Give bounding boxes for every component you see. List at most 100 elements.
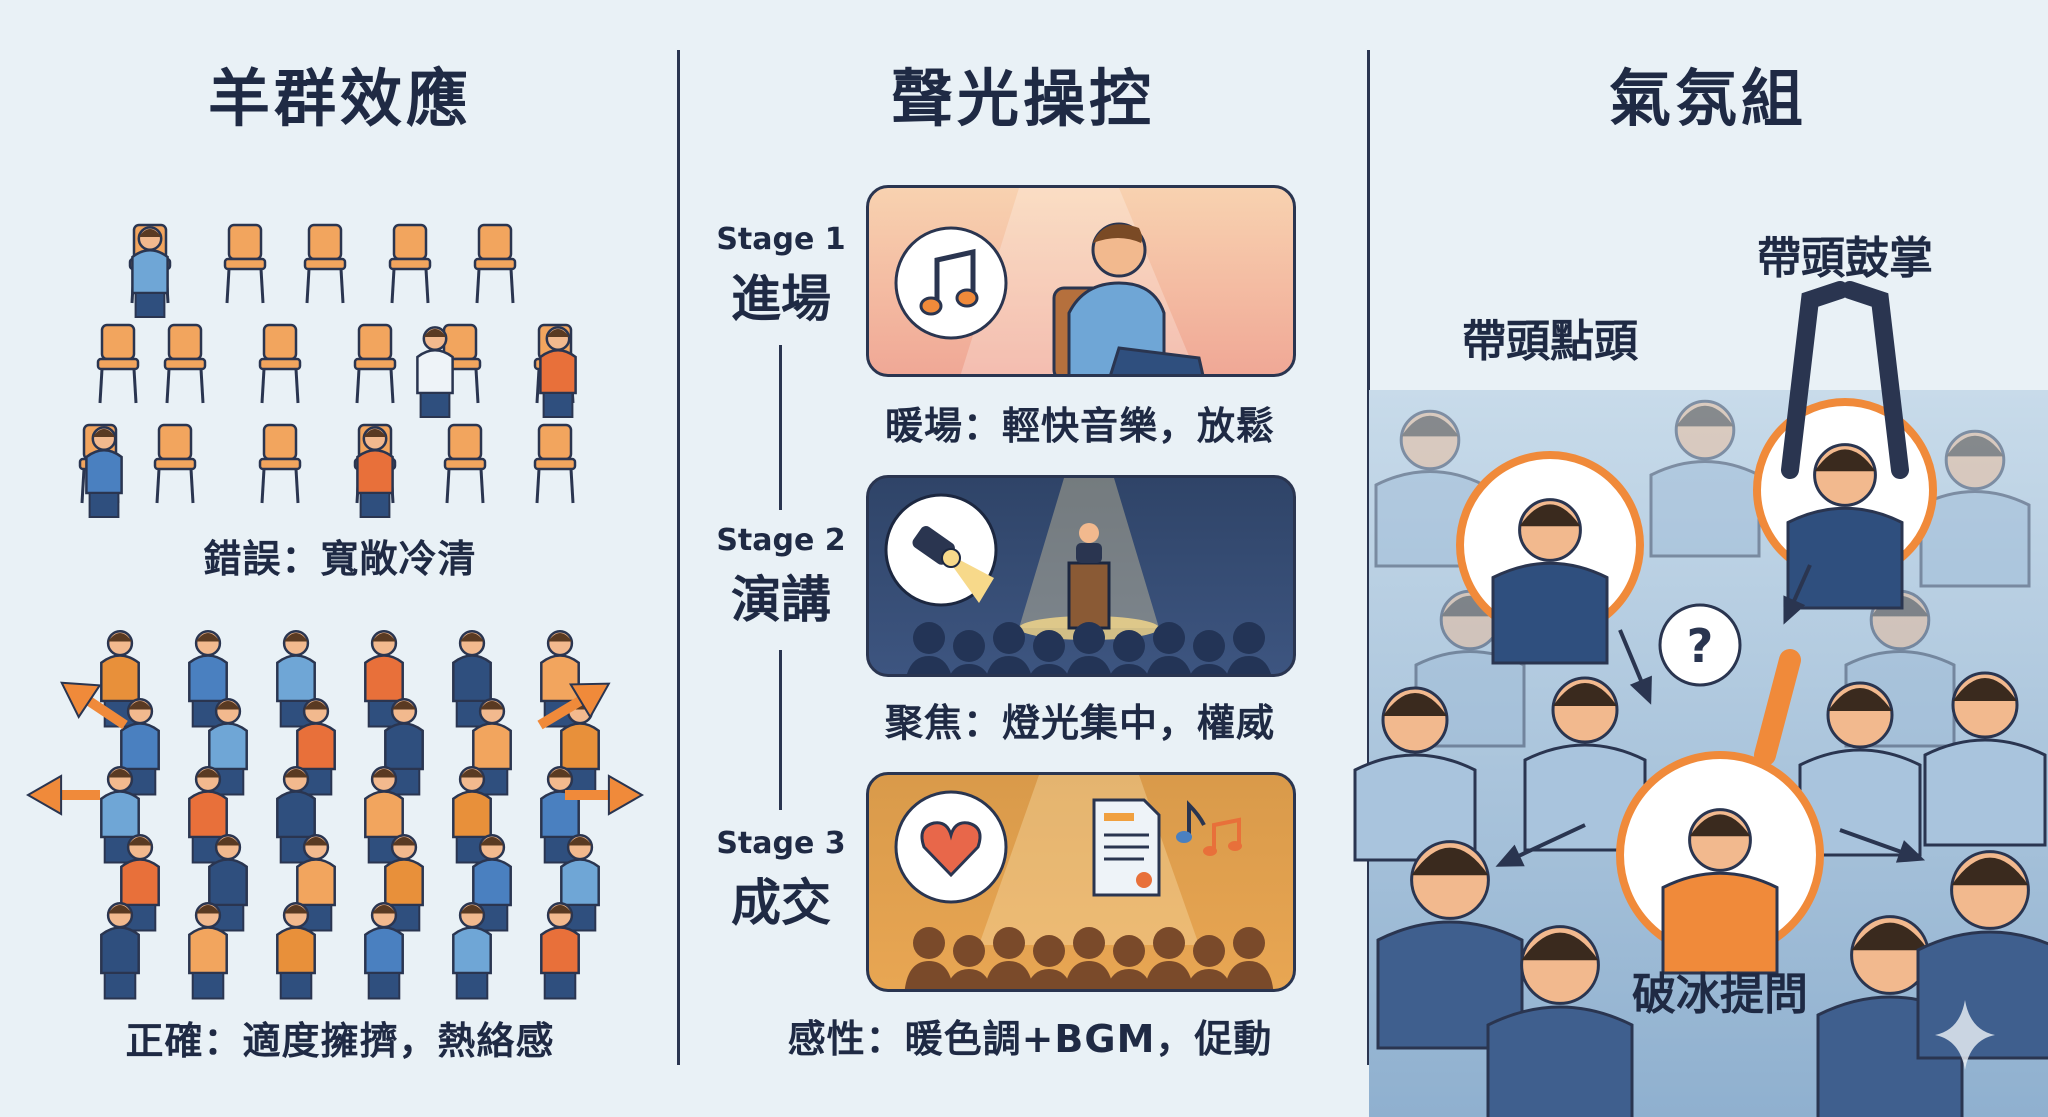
silhouette-head — [1113, 935, 1145, 967]
silhouette-body — [950, 664, 988, 674]
seated-person — [416, 326, 454, 418]
silhouette-head — [1233, 622, 1265, 654]
divider-right — [1367, 50, 1370, 1065]
silhouette-head — [953, 630, 985, 662]
silhouette-head — [913, 622, 945, 654]
silhouette-body — [1227, 656, 1271, 674]
crowd-person — [188, 902, 228, 1000]
empty-chair — [153, 423, 197, 504]
silhouette-head — [993, 622, 1025, 654]
foreground-person — [1486, 925, 1634, 1117]
label-lead-nodding: 帶頭點頭 — [1462, 316, 1638, 367]
crowd-person — [364, 902, 404, 1000]
sparkle-icon — [1935, 1000, 1995, 1070]
crowd-person — [188, 630, 228, 728]
audience-silhouettes — [904, 927, 1274, 989]
stage-number: Stage 2 — [716, 523, 846, 558]
title-sound-light-control: 聲光操控 — [890, 62, 1155, 135]
empty-chair — [533, 423, 577, 504]
stage-name: 成交 — [731, 874, 831, 932]
stage-3-panel — [866, 772, 1296, 992]
crowd-person — [364, 766, 404, 864]
silhouette-head — [953, 935, 985, 967]
audience-silhouettes — [907, 622, 1271, 674]
silhouette-body — [946, 969, 992, 989]
seated-person — [85, 426, 123, 518]
stage-2-label: Stage 2 演講 — [706, 523, 856, 632]
stage-name: 演講 — [731, 571, 831, 629]
audience-person — [1353, 686, 1477, 862]
stage-number: Stage 3 — [716, 826, 846, 861]
caption-wrong: 錯誤：寬敞冷清 — [203, 537, 477, 581]
silhouette-body — [1186, 969, 1232, 989]
stage-name: 進場 — [731, 270, 831, 328]
silhouette-head — [1033, 630, 1065, 662]
silhouette-head — [1193, 935, 1225, 967]
stage-3-label: Stage 3 成交 — [706, 826, 856, 935]
label-icebreaker-question: 破冰提問 — [1632, 969, 1808, 1020]
silhouette-body — [1067, 656, 1111, 674]
crowd-person — [384, 834, 424, 932]
crowd-person — [472, 698, 512, 796]
svg-text:?: ? — [1687, 619, 1714, 673]
spread-arrow-icon — [25, 774, 100, 816]
empty-chair — [443, 423, 487, 504]
flow-arrow-icon — [1839, 828, 1926, 863]
silhouette-head — [1073, 622, 1105, 654]
spotlight-icon — [884, 493, 998, 607]
spread-arrow-icon — [565, 774, 645, 816]
crowd-person — [540, 902, 580, 1000]
silhouette-body — [1026, 969, 1072, 989]
divider-left — [677, 50, 680, 1065]
background-person — [1374, 409, 1486, 568]
herd-illustration — [25, 223, 645, 1000]
crowd-person — [100, 902, 140, 1000]
stage-1-label: Stage 1 進場 — [706, 222, 856, 331]
music-note-icon — [894, 226, 1008, 340]
silhouette-body — [984, 961, 1034, 989]
question-asker — [1661, 808, 1779, 975]
silhouette-body — [904, 961, 954, 989]
silhouette-head — [913, 927, 945, 959]
stage-1-panel — [866, 185, 1296, 377]
seated-person — [131, 226, 169, 318]
crowd-person — [276, 766, 316, 864]
empty-chair — [388, 223, 432, 304]
empty-chair — [473, 223, 517, 304]
heart-icon — [894, 790, 1008, 904]
spread-arrow-icon — [537, 682, 611, 730]
silhouette-body — [1190, 664, 1228, 674]
label-lead-clapping: 帶頭鼓掌 — [1757, 233, 1933, 284]
crowd-person — [384, 698, 424, 796]
stage-3-caption: 感性：暖色調+BGM，促動 — [787, 1017, 1273, 1061]
crowd-person — [208, 834, 248, 932]
crowd-person — [276, 902, 316, 1000]
contract-document-icon — [1092, 798, 1161, 897]
silhouette-head — [1233, 927, 1265, 959]
foreground-person — [1916, 850, 2048, 1060]
flow-arrow-icon — [1495, 823, 1586, 867]
empty-chair — [258, 323, 302, 404]
stage-1-caption: 暖場：輕快音樂，放鬆 — [884, 404, 1275, 448]
foreground-person — [1376, 840, 1524, 1050]
background-person — [1649, 399, 1761, 558]
title-herd-effect: 羊群效應 — [207, 62, 472, 135]
silhouette-head — [1153, 927, 1185, 959]
flow-arrow-icon — [1783, 564, 1812, 625]
empty-chair — [96, 323, 140, 404]
silhouette-body — [1147, 656, 1191, 674]
audience-person — [1798, 681, 1922, 857]
stage-2-caption: 聚焦：燈光集中，權威 — [884, 701, 1275, 745]
nodding-leader — [1491, 498, 1609, 665]
silhouette-head — [1073, 927, 1105, 959]
crowd-person — [452, 902, 492, 1000]
empty-chair — [258, 423, 302, 504]
silhouette-body — [1110, 664, 1148, 674]
empty-chair — [163, 323, 207, 404]
silhouette-head — [1033, 935, 1065, 967]
silhouette-head — [993, 927, 1025, 959]
silhouette-body — [907, 656, 951, 674]
caption-right: 正確：適度擁擠，熱絡感 — [125, 1019, 555, 1063]
stage-2-panel — [866, 475, 1296, 677]
